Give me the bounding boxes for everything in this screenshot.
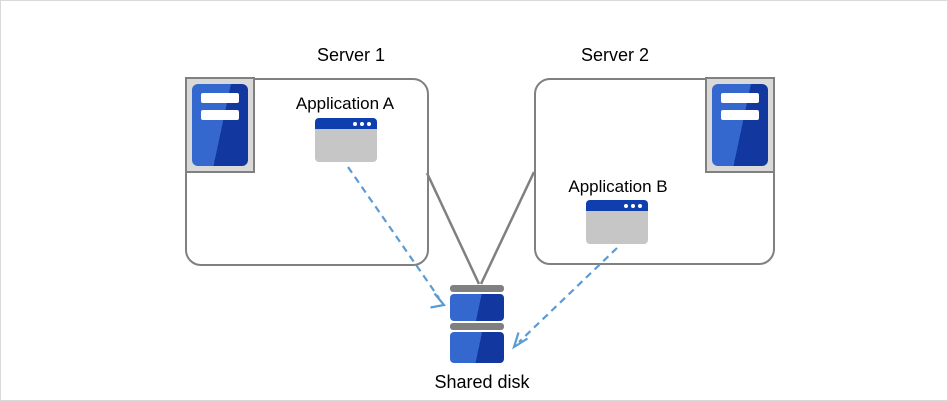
titlebar-dot xyxy=(353,122,357,126)
titlebar-dot xyxy=(367,122,371,126)
app-a-to-disk-arrow xyxy=(347,166,440,299)
application-window-icon-b xyxy=(586,200,648,244)
server1-title: Server 1 xyxy=(316,45,386,65)
application-titlebar xyxy=(586,200,648,211)
application-window-icon-a xyxy=(315,118,377,162)
server1-icon-frame xyxy=(185,77,255,173)
titlebar-dot xyxy=(360,122,364,126)
server2-title: Server 2 xyxy=(580,45,650,65)
app-a-arrowhead-icon xyxy=(430,292,447,309)
server-drive-bay xyxy=(721,93,759,103)
server-drive-bay xyxy=(201,93,239,103)
titlebar-dot xyxy=(624,204,628,208)
server1-to-disk-line xyxy=(425,172,481,285)
server2-icon-frame xyxy=(705,77,775,173)
application-a-label: Application A xyxy=(295,94,395,113)
application-b-label: Application B xyxy=(568,177,668,196)
disk-unit xyxy=(450,294,504,321)
server-tower-icon xyxy=(192,84,248,166)
server-drive-bay xyxy=(721,110,759,120)
shared-disk-label: Shared disk xyxy=(434,372,530,392)
titlebar-dot xyxy=(631,204,635,208)
titlebar-dot xyxy=(638,204,642,208)
server-drive-bay xyxy=(201,110,239,120)
server-tower-icon xyxy=(712,84,768,166)
app-b-arrowhead-icon xyxy=(512,332,529,350)
disk-cap xyxy=(450,323,504,330)
disk-unit xyxy=(450,332,504,363)
app-b-to-disk-arrow xyxy=(518,247,618,343)
server2-to-disk-line xyxy=(479,171,536,285)
application-titlebar xyxy=(315,118,377,129)
disk-stack-icon xyxy=(450,285,504,363)
disk-cap xyxy=(450,285,504,292)
